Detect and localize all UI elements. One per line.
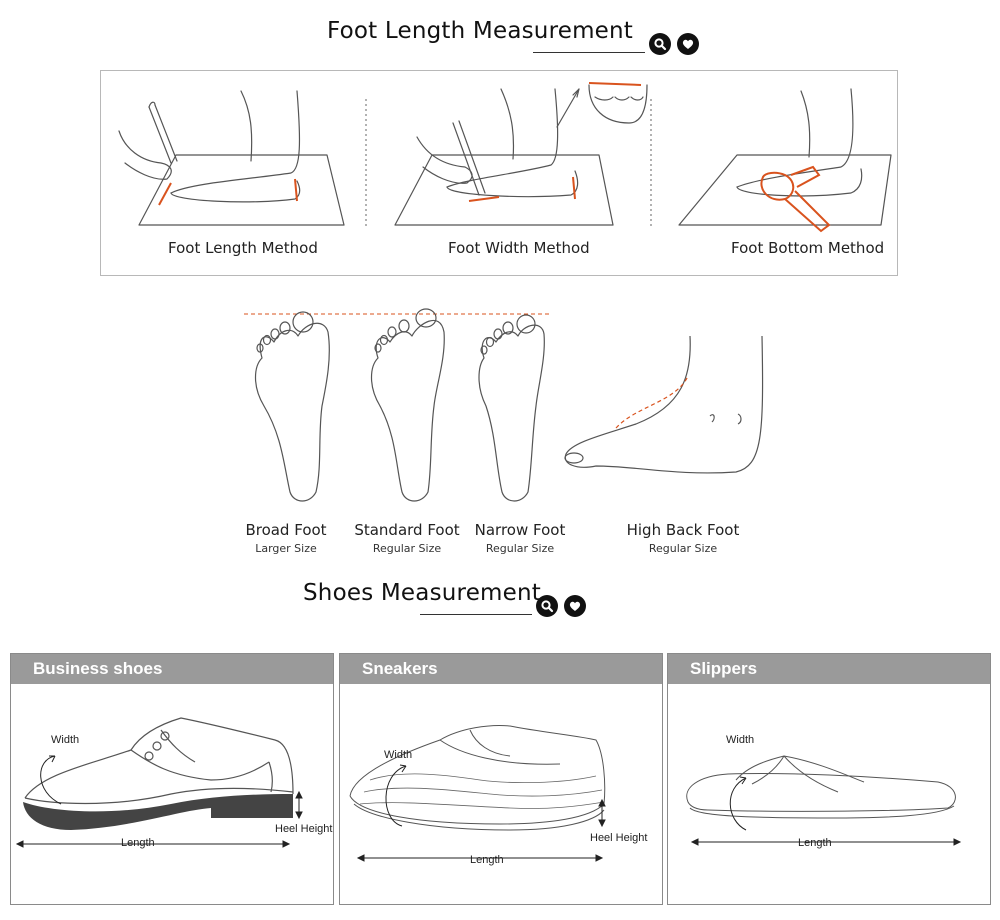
sneakers-title: Sneakers bbox=[340, 654, 662, 684]
broad-foot-size: Larger Size bbox=[236, 542, 336, 555]
foot-bottom-method-caption: Foot Bottom Method bbox=[731, 239, 884, 257]
business-shoes-card: Business shoes Width Length Heel Height bbox=[10, 653, 334, 905]
shoes-title-underline bbox=[420, 614, 532, 615]
standard-foot-size: Regular Size bbox=[352, 542, 462, 555]
foot-length-method-caption: Foot Length Method bbox=[168, 239, 318, 257]
narrow-foot-size: Regular Size bbox=[465, 542, 575, 555]
measurement-methods-panel: Foot Length Method Foot Width Method Foo… bbox=[100, 70, 898, 276]
narrow-foot-label: Narrow Foot bbox=[465, 521, 575, 539]
broad-foot-label: Broad Foot bbox=[236, 521, 336, 539]
business-heel-label: Heel Height bbox=[275, 823, 332, 835]
heart-icon[interactable] bbox=[564, 595, 586, 617]
search-icon[interactable] bbox=[649, 33, 671, 55]
foot-types-illustration bbox=[236, 306, 796, 506]
slippers-width-label: Width bbox=[726, 734, 754, 746]
shoes-section-title: Shoes Measurement bbox=[303, 580, 541, 606]
high-back-foot-label: High Back Foot bbox=[618, 521, 748, 539]
slippers-title: Slippers bbox=[668, 654, 990, 684]
business-shoe-illustration bbox=[11, 684, 333, 904]
sneakers-heel-label: Heel Height bbox=[590, 832, 647, 844]
foot-width-method-caption: Foot Width Method bbox=[448, 239, 590, 257]
search-icon[interactable] bbox=[536, 595, 558, 617]
slippers-card: Slippers Width Length bbox=[667, 653, 991, 905]
slipper-illustration bbox=[668, 684, 990, 904]
heart-icon[interactable] bbox=[677, 33, 699, 55]
sneakers-card: Sneakers Width Length Heel Height bbox=[339, 653, 663, 905]
sneaker-illustration bbox=[340, 684, 662, 904]
foot-section-title: Foot Length Measurement bbox=[327, 18, 633, 44]
business-width-label: Width bbox=[51, 734, 79, 746]
slippers-length-label: Length bbox=[798, 837, 832, 849]
standard-foot-label: Standard Foot bbox=[352, 521, 462, 539]
high-back-foot-size: Regular Size bbox=[618, 542, 748, 555]
title-underline bbox=[533, 52, 645, 53]
business-shoes-title: Business shoes bbox=[11, 654, 333, 684]
sneakers-length-label: Length bbox=[470, 854, 504, 866]
sneakers-width-label: Width bbox=[384, 749, 412, 761]
business-length-label: Length bbox=[121, 837, 155, 849]
